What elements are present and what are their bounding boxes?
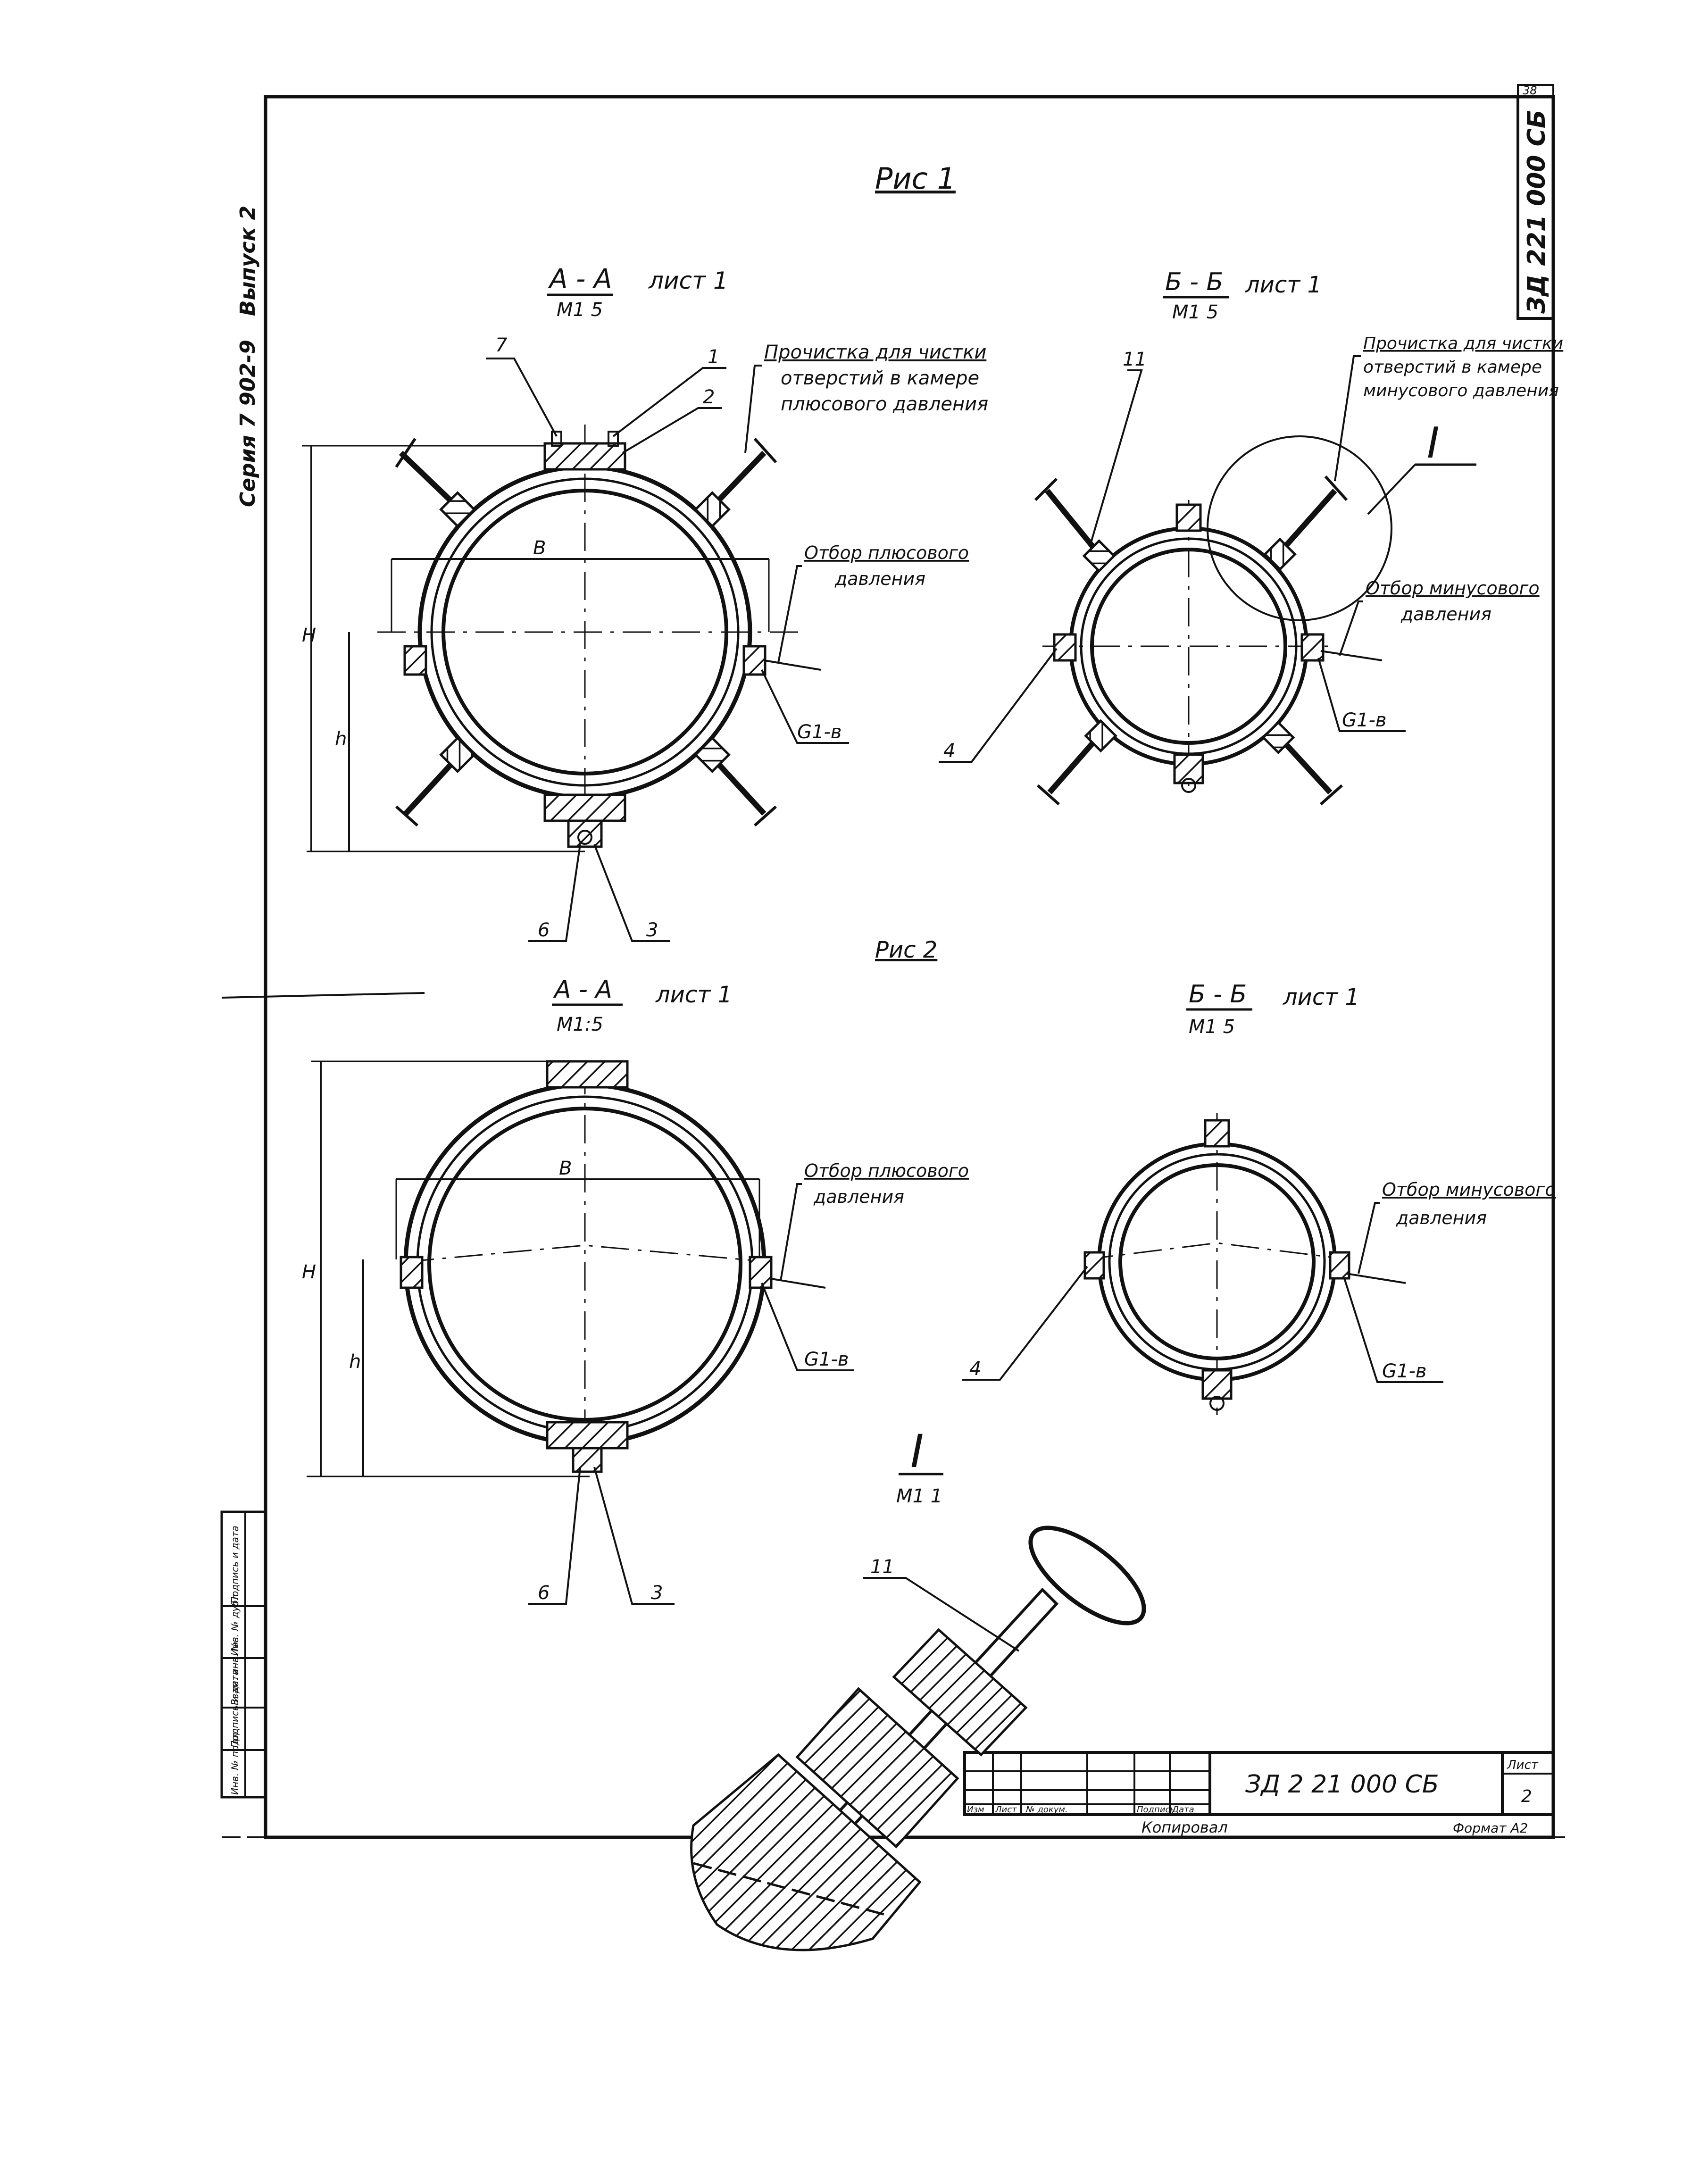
fig2-left-label-6: 6 — [538, 1582, 550, 1604]
fig1-right-detail: I — [1427, 418, 1440, 468]
fig2-right-G: G1-в — [1382, 1360, 1426, 1382]
corner-box — [1517, 84, 1554, 98]
fig1-right-tap-2: давления — [1400, 604, 1491, 625]
sidebar-cell-5: Подпись и дата — [229, 1525, 241, 1604]
title-col-izm: Изм — [967, 1805, 984, 1815]
fold-mark-left — [221, 992, 425, 999]
fig2-left-h: h — [349, 1351, 361, 1373]
fig1-left-tap-2: давления — [834, 568, 925, 589]
sidebar-cell-2: Подпись и дата — [229, 1669, 241, 1748]
title-col-sign: Подпись — [1137, 1805, 1175, 1815]
fig2-right-section: Б - Б — [1189, 980, 1247, 1009]
fig1-left-G: G1-в — [797, 721, 842, 743]
fig1-left-scale: М1 5 — [557, 299, 603, 321]
fig1-left-label-2: 2 — [703, 386, 715, 408]
series-text: Серия 7 902-9 — [236, 340, 260, 507]
issue-text: Выпуск 2 — [236, 206, 260, 316]
fig1-right-note-3: минусового давления — [1363, 381, 1559, 400]
detail-scale: М1 1 — [896, 1485, 942, 1507]
fig2-title: Рис 2 — [875, 937, 937, 963]
fig2-left-section: А - А — [553, 975, 612, 1004]
fig1-right-note-1: Прочистка для чистки — [1363, 334, 1563, 353]
fig1-right-label-4: 4 — [943, 740, 955, 762]
fig2-left-B: В — [559, 1158, 572, 1179]
sheet-label: Лист — [1507, 1758, 1539, 1772]
fig2-right-label-4: 4 — [969, 1358, 981, 1380]
fig1-right-sheet: лист 1 — [1245, 272, 1322, 298]
fig2-right-sheet: лист 1 — [1283, 984, 1359, 1010]
fig1-right-view: Б - Б М1 5 лист 1 Прочистка для чистки о… — [939, 268, 1563, 806]
sidebar-cell-1: Инв. № подл. — [229, 1730, 241, 1795]
fig1-right-note-2: отверстий в камере — [1363, 358, 1542, 377]
title-col-list: Лист — [995, 1805, 1017, 1815]
fig1-left-note-2: отверстий в камере — [781, 367, 979, 389]
fig2-right-view: Б - Б М1 5 лист 1 Отбор минусового давле… — [962, 980, 1556, 1415]
fig1-left-section: А - А — [548, 264, 612, 294]
sidebar-cell-4: Инв. № дубл. — [229, 1591, 241, 1656]
fig1-right-tap-1: Отбор минусового — [1366, 578, 1540, 599]
copied-label: Копировал — [1141, 1818, 1228, 1836]
fig2-left-tap-2: давления — [813, 1186, 904, 1207]
fig2-right-scale: М1 5 — [1189, 1016, 1235, 1038]
fig1-right-scale: М1 5 — [1172, 301, 1218, 323]
title-block: Изм Лист № докум. Подпись Дата ЗД 2 21 0… — [963, 1751, 1555, 1836]
fig1-right-section: Б - Б — [1165, 268, 1223, 296]
fig1-left-view: А - А М1 5 лист 1 Прочистка для чистки о… — [302, 264, 988, 942]
sheet-number: 2 — [1521, 1787, 1532, 1806]
detail-label-11: 11 — [870, 1556, 894, 1578]
fig2-left-scale: М1:5 — [557, 1014, 603, 1035]
fig2-left-tap-1: Отбор плюсового — [804, 1160, 969, 1181]
fig1-right-label-11: 11 — [1123, 349, 1147, 370]
fig1-left-H: Н — [302, 625, 316, 646]
fig2-left-label-3: 3 — [651, 1582, 663, 1604]
fig2-left-G: G1-в — [804, 1349, 849, 1370]
code-vertical: ЗД 221 000 СБ — [1523, 110, 1551, 314]
doc-code: ЗД 2 21 000 СБ — [1245, 1770, 1439, 1799]
fig1-title: Рис 1 — [875, 161, 956, 196]
fig2-left-view: А - А М1:5 лист 1 Н h В Отбор плюсового … — [302, 975, 969, 1605]
detail-mark: I — [910, 1425, 924, 1478]
fig1-left-B: В — [533, 537, 546, 559]
detail-view: I М1 1 11 — [690, 1425, 1146, 1951]
fig1-left-note-1: Прочистка для чистки — [764, 342, 986, 363]
fig1-left-label-7: 7 — [495, 334, 508, 356]
fig1-left-label-1: 1 — [708, 346, 719, 368]
fig1-left-tap-1: Отбор плюсового — [804, 542, 969, 563]
fig2-right-tap-1: Отбор минусового — [1382, 1179, 1556, 1200]
format-label: Формат А2 — [1453, 1820, 1528, 1836]
fig1-left-sheet: лист 1 — [648, 267, 728, 294]
sidebar-stamp: Инв. № подл. Подпись и дата Взам. инв. №… — [220, 1510, 267, 1799]
fig1-left-label-3: 3 — [646, 919, 658, 941]
fig2-left-H: Н — [302, 1261, 316, 1283]
sheet-corner-number: 38 — [1523, 84, 1537, 97]
title-col-doc: № докум. — [1025, 1805, 1068, 1815]
fig1-right-G: G1-в — [1342, 709, 1386, 731]
sidebar-cell-3: Взам. инв. № — [229, 1641, 241, 1705]
title-col-date: Дата — [1172, 1805, 1194, 1815]
fig1-left-label-6: 6 — [538, 919, 550, 941]
fig2-left-sheet: лист 1 — [655, 982, 732, 1008]
fig2-right-tap-2: давления — [1396, 1208, 1487, 1228]
fig1-left-h: h — [335, 728, 347, 750]
fig1-left-note-3: плюсового давления — [781, 393, 988, 415]
